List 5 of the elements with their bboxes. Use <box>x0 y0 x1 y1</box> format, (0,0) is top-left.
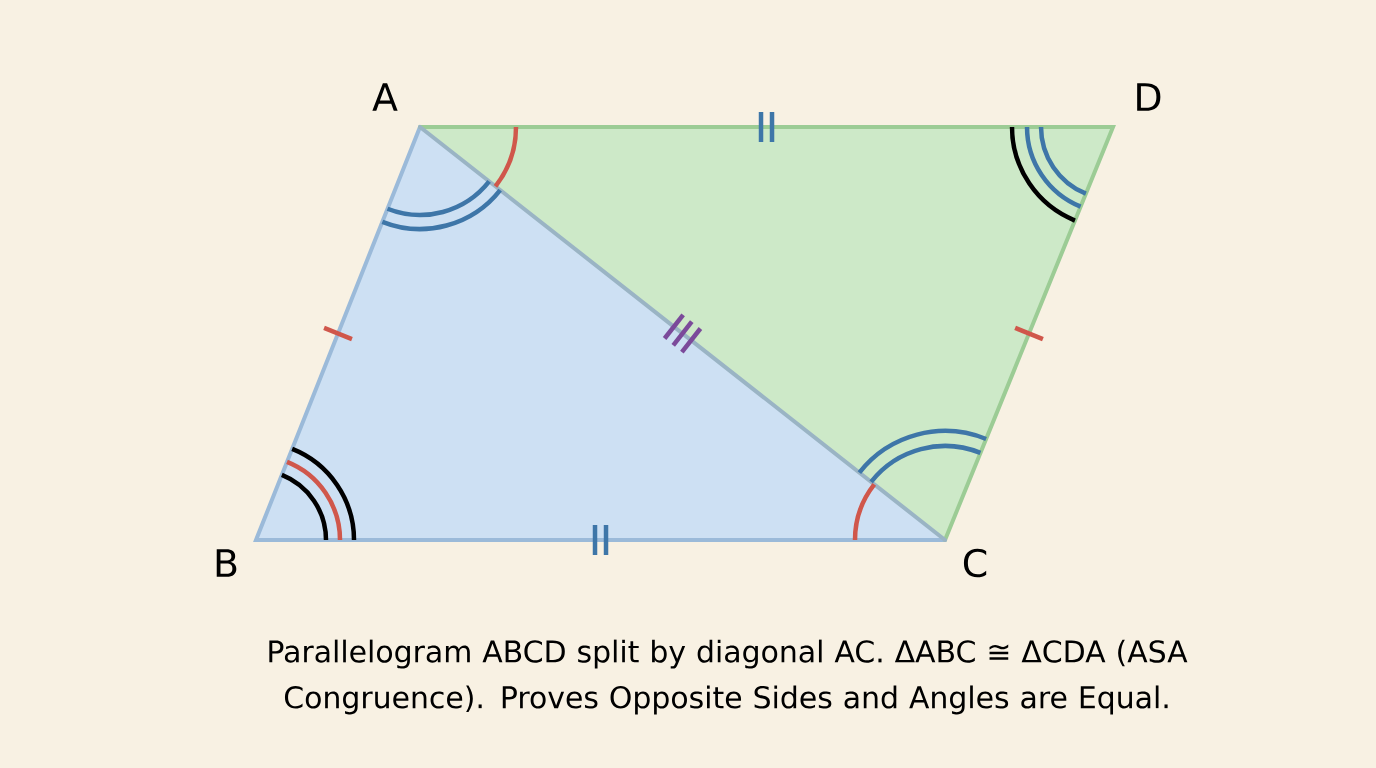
vertex-label: D <box>1137 83 1161 111</box>
caption: Parallelogram ABCD split by diagonal AC. ΔABC ≅ ΔCDA (ASA Congruence). Proves Opposite Sides and Angles are Equal. <box>269 639 1188 715</box>
vertex-label: C <box>963 548 987 578</box>
vertex-label: B <box>216 549 237 577</box>
vertex-label: A <box>372 83 398 111</box>
